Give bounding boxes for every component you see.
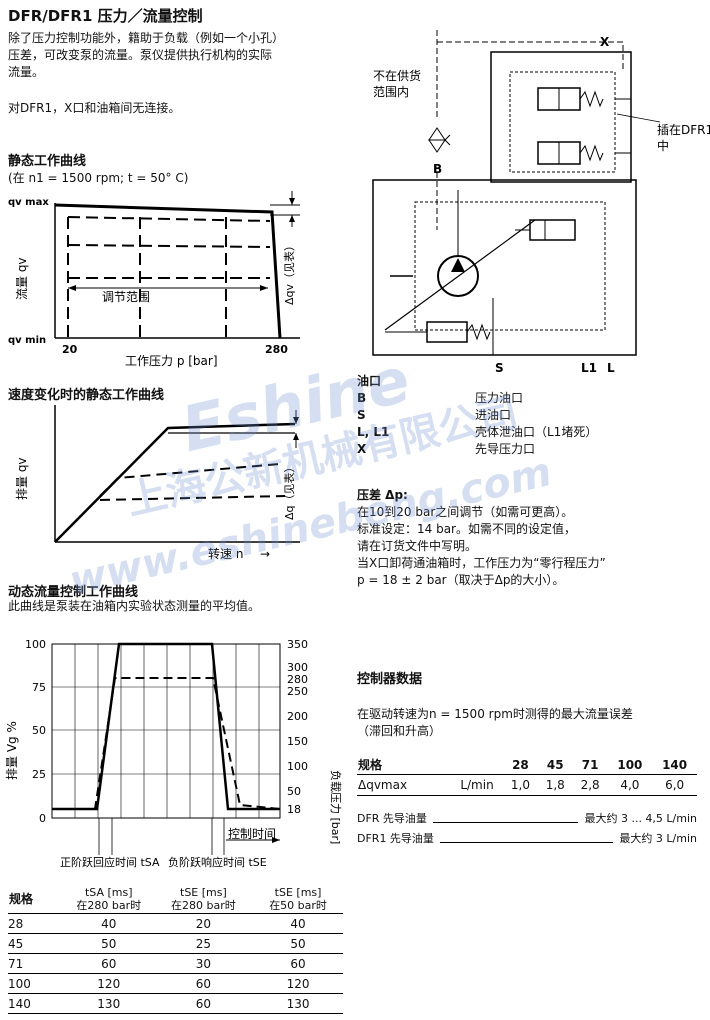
- table-header: 45: [546, 757, 564, 772]
- speed-x-arrow: →: [260, 547, 270, 561]
- response-time-table: 规格 tSA [ms]在280 bar时 tSE [ms]在280 bar时 t…: [8, 885, 343, 1014]
- qv-min-label: qv min: [8, 335, 46, 346]
- ports-heading: 油口: [357, 374, 382, 388]
- dynamic-curve-desc: 此曲线是泵装在油箱内实验状态测量的平均值。: [8, 599, 261, 613]
- static-curve-heading: 静态工作曲线: [8, 154, 87, 169]
- right-tick-100: 100: [287, 760, 308, 773]
- static-curve-conditions: (在 n1 = 1500 rpm; t = 50° C): [8, 171, 189, 185]
- right-tick-150: 150: [287, 735, 308, 748]
- pressure-diff-heading: 压差 Δp:: [357, 488, 408, 502]
- left-tick-100: 100: [25, 638, 46, 651]
- dfr1-note: 对DFR1，X口和油箱间无连接。: [8, 101, 181, 115]
- table-header: tSE [ms]在280 bar时: [171, 886, 236, 912]
- static-y-axis-label: 流量 qv: [15, 257, 29, 300]
- port-s-label: S: [495, 361, 504, 375]
- hydraulic-circuit-diagram: X B S L1 L 不在供货 范围内 插在DFR1 中: [372, 30, 710, 375]
- right-tick-18: 18: [287, 803, 301, 816]
- not-supplied-label: 不在供货: [373, 68, 421, 83]
- dynamic-curve-diagram: 100 75 50 25 0 350 300 280 250 200 150 1…: [5, 638, 343, 869]
- table-header: 规格: [9, 891, 34, 906]
- left-tick-50: 50: [32, 724, 46, 737]
- right-axis-label: 负载压力 [bar]: [329, 770, 343, 844]
- table-header: tSA [ms]在280 bar时: [76, 886, 142, 912]
- right-tick-280: 280: [287, 673, 308, 686]
- left-tick-25: 25: [32, 768, 46, 781]
- right-tick-300: 300: [287, 661, 308, 674]
- table-header: 140: [662, 757, 688, 772]
- tick-280: 280: [265, 343, 288, 356]
- controller-heading: 控制器数据: [357, 672, 423, 687]
- dynamic-curve-heading: 动态流量控制工作曲线: [8, 585, 139, 600]
- pilot-flow-dfr1: DFR1 先导油量最大约 3 L/min: [357, 832, 697, 845]
- table-row: Δqvmax L/min 1,0 1,8 2,8 4,0 6,0: [357, 775, 697, 796]
- table-header: 71: [581, 757, 599, 772]
- speed-dq-label: Δq（见表）: [282, 461, 296, 520]
- left-tick-0: 0: [39, 812, 46, 825]
- pressure-diff-section: 压差 Δp: 在10到20 bar之间调节（如需可更高）。 标准设定：14 ba…: [357, 487, 707, 589]
- pilot-flow-dfr: DFR 先导油量最大约 3 ... 4,5 L/min: [357, 812, 697, 825]
- table-header: 100: [617, 757, 643, 772]
- not-supplied-label-2: 范围内: [373, 85, 409, 99]
- static-curve-diagram: qv max qv min 20 280 工作压力 p [bar] 调节范围 流…: [8, 191, 300, 368]
- static-x-axis-label: 工作压力 p [bar]: [125, 354, 218, 368]
- inserted-label-2: 中: [657, 138, 669, 153]
- controller-desc: 在驱动转速为n = 1500 rpm时测得的最大流量误差 （滞回和升高）: [357, 707, 633, 738]
- speed-y-axis-label: 排量 qv: [15, 457, 29, 500]
- port-l-label: L: [607, 361, 615, 375]
- right-tick-350: 350: [287, 638, 308, 651]
- controller-table: 规格 28 45 71 100 140 Δqvmax L/min 1,0 1,8…: [357, 755, 697, 796]
- table-header: tSE [ms]在50 bar时: [269, 886, 327, 912]
- port-l1-label: L1: [581, 361, 597, 375]
- tse-label: 负阶跃响应时间 tSE: [168, 855, 267, 869]
- table-header: 规格: [358, 758, 383, 772]
- speed-curve-diagram: 转速 n → 排量 qv Δq（见表）: [15, 405, 300, 561]
- port-x-label: X: [600, 35, 610, 49]
- left-axis-label: 排量 Vg %: [5, 721, 19, 780]
- speed-x-axis-label: 转速 n: [208, 546, 243, 561]
- static-dq-label: Δqv（见表）: [282, 240, 296, 305]
- port-b-label: B: [433, 162, 442, 176]
- tick-20: 20: [62, 343, 78, 356]
- right-tick-250: 250: [287, 685, 308, 698]
- intro-text: 除了压力控制功能外，籍助于负载（例如一个小孔） 压差，可改变泵的流量。泵仪提供执…: [8, 31, 285, 79]
- table-header: [451, 755, 503, 775]
- tsa-label: 正阶跃回应时间 tSA: [60, 855, 160, 869]
- right-tick-200: 200: [287, 710, 308, 723]
- control-time-label: 控制时间: [228, 827, 276, 841]
- page-title: DFR/DFR1 压力／流量控制: [8, 7, 203, 25]
- left-tick-75: 75: [32, 681, 46, 694]
- qv-max-label: qv max: [8, 197, 49, 208]
- speed-curve-heading: 速度变化时的静态工作曲线: [8, 388, 165, 403]
- inserted-label: 插在DFR1: [657, 123, 710, 137]
- right-tick-50: 50: [287, 785, 301, 798]
- range-label: 调节范围: [102, 290, 150, 304]
- table-header: 28: [512, 757, 529, 772]
